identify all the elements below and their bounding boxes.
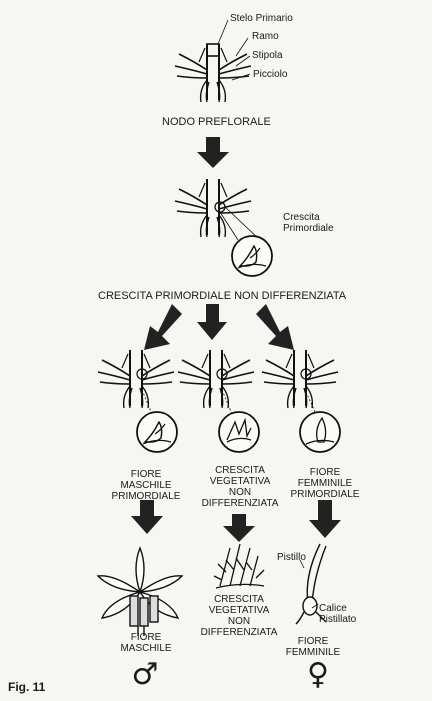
down-arrow-right (256, 304, 294, 350)
female-label-leaders (299, 559, 319, 609)
vegetative-growth-illustration (213, 543, 265, 589)
down-arrow-male (131, 500, 163, 534)
crescita-primordiale-label: Crescita Primordiale (283, 212, 334, 234)
male-flower-illustration (96, 546, 184, 636)
stelo-primario-label: Stelo Primario (230, 13, 293, 24)
branch-female-title: FIORE FEMMINILE PRIMORDIALE (290, 467, 360, 500)
node-right-illustration (261, 349, 339, 409)
male-symbol: ♂ (131, 657, 159, 692)
female-symbol: ♀ (307, 657, 329, 692)
zoom-connector-1 (219, 205, 261, 241)
crescita-non-differenziata-label: CRESCITA PRIMORDIALE NON DIFFERENZIATA (98, 290, 347, 302)
down-arrow-vegetative (223, 514, 255, 542)
zoom-circle-right (299, 411, 341, 453)
down-arrow-center (197, 304, 227, 340)
figure-label: Fig. 11 (8, 680, 46, 694)
stipola-label: Stipola (252, 50, 283, 61)
primordial-zoom-circle (231, 235, 273, 277)
primordial-node-illustration (174, 178, 252, 238)
ramo-label: Ramo (252, 31, 279, 42)
female-result-label: FIORE FEMMINILE (285, 636, 341, 658)
label-leaders-top (217, 19, 251, 81)
male-result-label: FIORE MASCHILE (120, 632, 172, 654)
down-arrow-left (144, 304, 182, 350)
calice-pistillato-label: Calice Pistillato (319, 603, 357, 625)
zoom-circle-left (136, 411, 178, 453)
branch-male-title: FIORE MASCHILE PRIMORDIALE (111, 469, 181, 502)
down-arrow-1 (197, 137, 229, 168)
picciolo-label: Picciolo (253, 69, 288, 80)
vegetative-result-label: CRESCITA VEGETATIVA NON DIFFERENZIATA (200, 594, 278, 638)
pistillo-label: Pistillo (277, 552, 306, 563)
down-arrow-female (309, 500, 341, 538)
branch-vegetative-title: CRESCITA VEGETATIVA NON DIFFERENZIATA (201, 465, 279, 509)
nodo-preflorale-label: NODO PREFLORALE (162, 116, 271, 128)
zoom-connectors-row (141, 389, 317, 415)
node-center-illustration (177, 349, 255, 409)
zoom-circle-center (218, 411, 260, 453)
node-left-illustration (97, 349, 175, 409)
female-flower-illustration (295, 543, 327, 625)
preflorale-node-illustration (174, 43, 252, 103)
